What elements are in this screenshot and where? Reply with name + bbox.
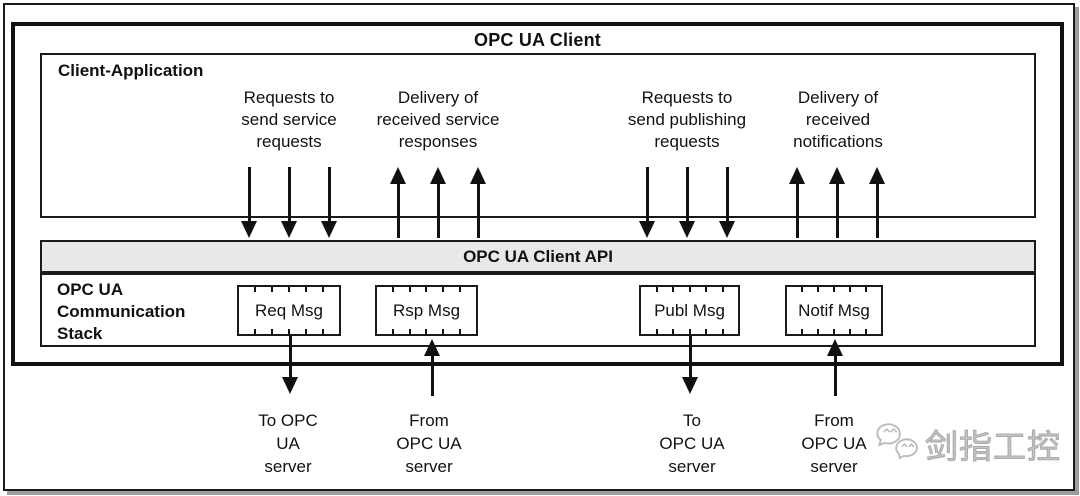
down-arrow: [241, 167, 257, 238]
opc-ua-client-api-bar: OPC UA Client API: [40, 240, 1036, 273]
up-arrow: [390, 167, 406, 238]
endpoint-from-opc-ua-server: From OPC UA server: [396, 411, 462, 476]
msg-ticks: [787, 287, 881, 292]
req-msg-label: Req Msg: [254, 300, 324, 320]
up-arrow: [789, 167, 805, 238]
publ-msg-label: Publ Msg: [654, 300, 725, 320]
watermark-text: 剑指工控: [925, 428, 1061, 466]
down-arrow-to-server: [282, 336, 298, 394]
down-arrow: [639, 167, 655, 238]
msg-ticks: [377, 287, 476, 292]
up-arrow-from-server: [827, 339, 843, 396]
endpoint-to-opc-ua-server: To OPC UA server: [258, 411, 318, 476]
endpoint-to-opc-ua-server: To OPC UA server: [659, 411, 725, 476]
endpoint-from-opc-ua-server: From OPC UA server: [801, 411, 867, 476]
flow-label-received-notifications: Delivery of received notifications: [793, 88, 883, 151]
flow-label-send-service-requests: Requests to send service requests: [241, 88, 337, 151]
up-arrow: [829, 167, 845, 238]
req-msg-box: Req Msg: [237, 285, 341, 336]
client-application-box: [40, 53, 1036, 218]
rsp-msg-box: Rsp Msg: [375, 285, 478, 336]
communication-stack-box: [40, 273, 1036, 347]
client-application-label: Client-Application: [58, 61, 204, 80]
up-arrow: [470, 167, 486, 238]
communication-stack-label: OPC UA Communication Stack: [57, 280, 186, 343]
publ-msg-box: Publ Msg: [639, 285, 740, 336]
api-bar-label: OPC UA Client API: [463, 246, 613, 266]
notif-msg-label: Notif Msg: [798, 300, 870, 320]
rsp-msg-label: Rsp Msg: [392, 300, 461, 320]
msg-ticks: [239, 329, 339, 334]
down-arrow-to-server: [682, 336, 698, 394]
notif-msg-box: Notif Msg: [785, 285, 883, 336]
msg-ticks: [641, 287, 738, 292]
flow-label-send-publishing-requests: Requests to send publishing requests: [627, 88, 747, 151]
msg-ticks: [641, 329, 738, 334]
up-arrow: [430, 167, 446, 238]
wechat-bubbles-icon: [876, 422, 920, 466]
up-arrow: [869, 167, 885, 238]
down-arrow: [281, 167, 297, 238]
down-arrow: [679, 167, 695, 238]
msg-ticks: [239, 287, 339, 292]
flow-label-received-service-responses: Delivery of received service responses: [376, 88, 500, 151]
down-arrow: [719, 167, 735, 238]
watermark: 剑指工控: [876, 420, 1061, 468]
msg-ticks: [377, 329, 476, 334]
up-arrow-from-server: [424, 339, 440, 396]
msg-ticks: [787, 329, 881, 334]
diagram-title: OPC UA Client: [474, 30, 601, 50]
down-arrow: [321, 167, 337, 238]
